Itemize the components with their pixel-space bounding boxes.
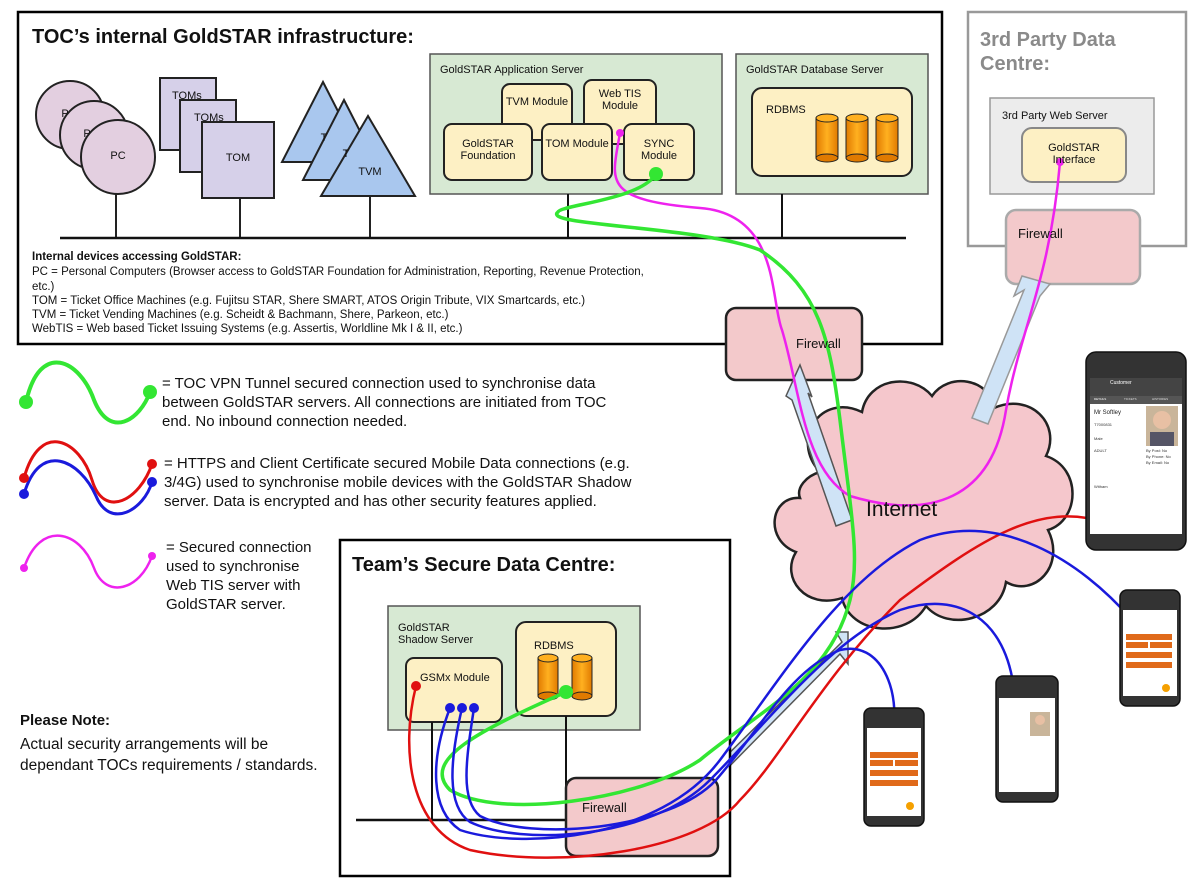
phone-contact-post: By Post: No xyxy=(1146,448,1168,453)
pc-icon xyxy=(35,80,156,238)
internet-label: Internet xyxy=(866,498,938,521)
pc-label: PC xyxy=(110,150,126,162)
legend-magenta-text: = Secured connection used to synchronise… xyxy=(166,539,312,613)
phone-customer-id: T7000831 xyxy=(1094,422,1113,427)
tom-label: TOM xyxy=(225,152,251,164)
phone-screen-title: Customer xyxy=(1110,380,1132,386)
app-server-label: GoldSTAR Application Server xyxy=(440,64,584,76)
third-party-server-label: 3rd Party Web Server xyxy=(1002,110,1108,122)
tvm-back-label-2: T xyxy=(342,148,350,158)
team-title: Team’s Secure Data Centre: xyxy=(352,554,616,576)
pc-back-label-1: P xyxy=(61,108,69,120)
third-party-title: 3rd Party Data Centre: xyxy=(980,29,1116,75)
firewall-label-3rdparty: Firewall xyxy=(1018,226,1063,241)
phone-contact-email: By Email: No xyxy=(1146,460,1170,465)
phone-icon xyxy=(863,707,925,827)
phone-tab-histories: HISTORIES xyxy=(1152,397,1169,401)
firewall-icon xyxy=(1004,208,1142,286)
phone-customer-gender: Male xyxy=(1094,436,1103,441)
pc-back-label-2: P xyxy=(83,128,91,140)
toms-label-1: TOMs xyxy=(172,90,202,102)
mobile-connection-blue-1 xyxy=(434,529,1133,841)
goldstar-interface-box xyxy=(1021,127,1127,183)
phone-tab-tickets: TICKETS xyxy=(1124,397,1137,401)
gsmx-module-box xyxy=(405,657,503,723)
phone-contact-phone: By Phone: No xyxy=(1146,454,1171,459)
webtis-sync-connection xyxy=(613,132,1062,507)
tvm-back-label-1: T xyxy=(320,132,328,142)
internal-line-webtis: WebTIS = Web based Ticket Issuing System… xyxy=(32,323,463,335)
tom-icon xyxy=(159,77,275,238)
tvm-label: TVM xyxy=(358,166,382,178)
toc-title: TOC’s internal GoldSTAR infrastructure: xyxy=(32,26,414,48)
legend-magenta-swatch xyxy=(20,534,156,589)
legend-redblue-swatch xyxy=(19,440,157,516)
firewall-icon xyxy=(724,306,864,382)
db-server-label: GoldSTAR Database Server xyxy=(746,64,884,76)
internal-line-tvm: TVM = Ticket Vending Machines (e.g. Sche… xyxy=(32,309,449,321)
phone-icon xyxy=(1085,351,1187,551)
goldstar-interface-label: GoldSTAR Interface xyxy=(1048,142,1100,166)
foundation-module-box xyxy=(443,123,533,181)
firewall-label-toc: Firewall xyxy=(796,336,841,351)
legend-green-text: = TOC VPN Tunnel secured connection used… xyxy=(162,375,607,430)
legend-green-swatch xyxy=(19,360,157,425)
mobile-connection-red xyxy=(407,515,1107,859)
legend-redblue-text: = HTTPS and Client Certificate secured M… xyxy=(164,455,632,510)
foundation-module-label: GoldSTAR Foundation xyxy=(460,138,516,162)
vpn-tunnel-connection xyxy=(440,172,857,807)
internal-line-tom: TOM = Ticket Office Machines (e.g. Fujit… xyxy=(32,295,586,307)
tvm-icon xyxy=(280,79,417,238)
sync-module-label: SYNC Module xyxy=(640,138,678,162)
phone-icon xyxy=(1119,589,1181,707)
tvm-module-label: TVM Module xyxy=(505,96,569,108)
webtis-module-label: Web TIS Module xyxy=(598,88,642,112)
database-icon xyxy=(537,653,593,701)
mobile-connection-blue-2 xyxy=(451,602,1016,837)
phone-customer-age: ADULT xyxy=(1094,448,1107,453)
toms-label-2: TOMs xyxy=(194,112,224,124)
team-rdbms-box xyxy=(515,621,617,717)
internal-line-pc: PC = Personal Computers (Browser access … xyxy=(32,266,644,278)
vpn-arrow-3rdparty xyxy=(971,275,1052,425)
phone-tab-details: DETAILS xyxy=(1094,397,1107,401)
shadow-server-label: GoldSTAR Shadow Server xyxy=(398,622,474,646)
phone-customer-city: Witham xyxy=(1094,484,1108,489)
internal-line-etc: etc.) xyxy=(32,281,55,293)
gsmx-module-label: GSMx Module xyxy=(420,672,490,684)
phone-customer-name: Mr Softley xyxy=(1094,410,1122,416)
mobile-connection-blue-3 xyxy=(465,647,896,831)
note-body: Actual security arrangements will be dep… xyxy=(20,736,318,774)
phone-icon xyxy=(995,675,1059,803)
team-rdbms-label: RDBMS xyxy=(534,640,574,652)
database-icon xyxy=(815,113,899,163)
firewall-label-team: Firewall xyxy=(582,800,627,815)
internal-heading: Internal devices accessing GoldSTAR: xyxy=(32,251,242,263)
tom-module-label: TOM Module xyxy=(545,138,609,150)
tom-module-box xyxy=(541,123,613,181)
rdbms-label: RDBMS xyxy=(766,104,806,116)
note-heading: Please Note: xyxy=(20,712,111,729)
